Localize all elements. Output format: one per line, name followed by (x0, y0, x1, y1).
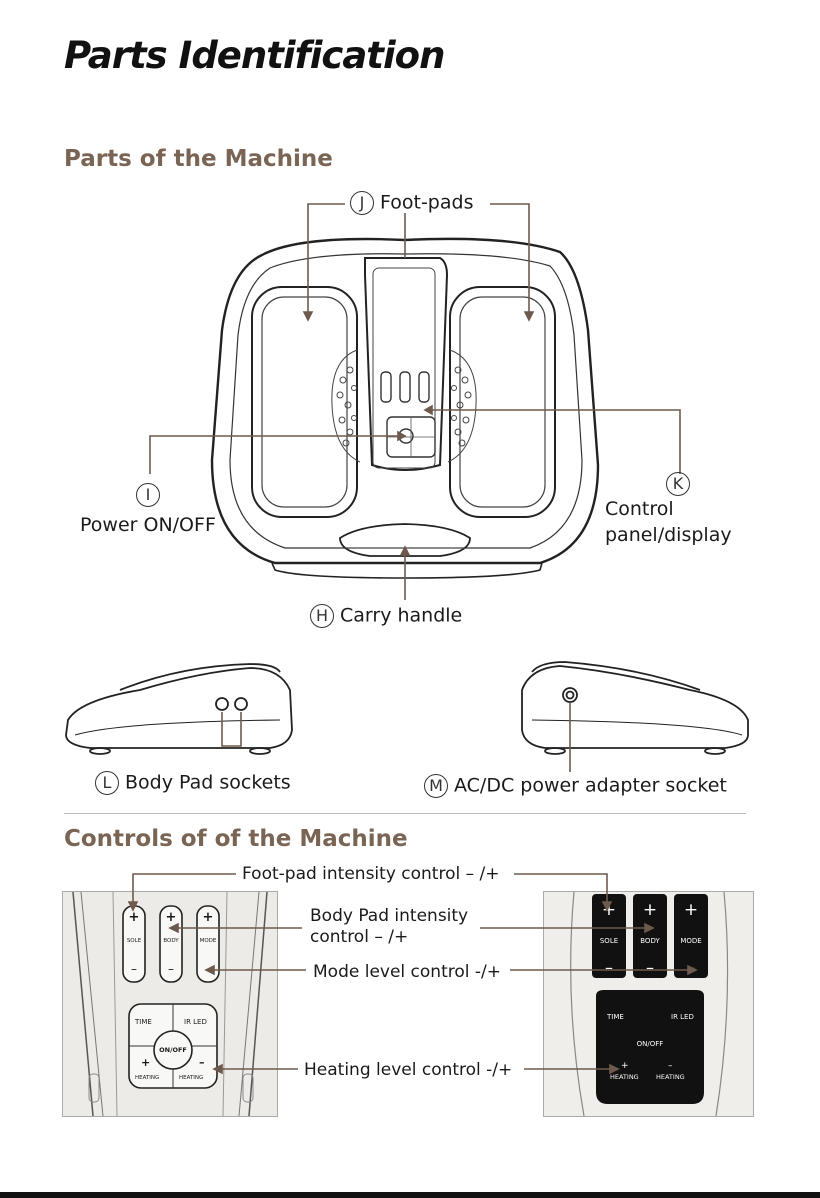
left-side-view (65, 663, 293, 755)
label-carry-handle-text: Carry handle (340, 604, 463, 627)
carry-handle-shape (339, 523, 471, 557)
left-panel-drawing (63, 892, 277, 1116)
label-adapter-socket-text: AC/DC power adapter socket (454, 774, 727, 797)
left-heating-plus-label: HEATING (135, 1075, 160, 1081)
right-side-view (521, 661, 749, 755)
label-footpads: J Foot-pads (350, 191, 473, 215)
left-heating-plus-icon[interactable]: + (141, 1056, 151, 1069)
label-footpads-text: Foot-pads (380, 191, 474, 214)
right-sole-minus[interactable]: – (605, 958, 613, 977)
right-heating-minus-label: HEATING (656, 1073, 685, 1081)
left-heating-minus-icon[interactable]: – (199, 1056, 205, 1069)
right-mode-plus[interactable]: + (683, 900, 699, 920)
letter-h-icon: H (310, 604, 334, 628)
right-time-button[interactable]: TIME (607, 1013, 624, 1021)
right-heating-plus-label: HEATING (610, 1073, 639, 1081)
right-onoff-button[interactable]: ON/OFF (636, 1040, 664, 1048)
letter-i-icon: I (136, 483, 160, 507)
label-footpad-intensity: Foot-pad intensity control – /+ (242, 864, 500, 884)
left-control-panel-photo: + + + SOLE BODY MODE – – – TIME IR LED O… (62, 891, 278, 1117)
left-body-label: BODY (163, 938, 179, 944)
label-control-line1: Control (605, 498, 674, 520)
right-massage-disk (447, 349, 477, 463)
right-body-label: BODY (640, 937, 660, 945)
label-power: Power ON/OFF (80, 514, 216, 536)
left-onoff-button[interactable]: ON/OFF (159, 1046, 187, 1054)
label-body-pad-sockets: L Body Pad sockets (95, 771, 291, 795)
section-title-controls: Controls of of the Machine (64, 826, 408, 852)
label-carry-handle: H Carry handle (310, 604, 462, 628)
right-sole-label: SOLE (599, 937, 619, 945)
label-body-pad-sockets-text: Body Pad sockets (125, 771, 291, 794)
label-adapter-socket: M AC/DC power adapter socket (424, 774, 727, 798)
center-spine (364, 257, 449, 471)
left-heating-minus-label: HEATING (179, 1075, 204, 1081)
left-irled-button[interactable]: IR LED (184, 1018, 207, 1026)
right-body-plus[interactable]: + (642, 900, 658, 920)
right-heating-plus-icon[interactable]: + (621, 1061, 629, 1071)
left-sole-plus[interactable]: + (128, 910, 140, 925)
left-body-plus[interactable]: + (165, 910, 177, 925)
left-sole-minus[interactable]: – (131, 962, 137, 976)
left-foot-pad-outer (251, 286, 358, 518)
label-control-line2: panel/display (605, 524, 732, 546)
left-mode-label: MODE (199, 938, 217, 944)
left-time-button[interactable]: TIME (135, 1018, 152, 1026)
right-foot-pad-outer (449, 286, 556, 518)
letter-k-icon: K (666, 472, 690, 496)
right-irled-button[interactable]: IR LED (671, 1013, 694, 1021)
bottom-rule (0, 1192, 820, 1198)
letter-m-icon: M (424, 774, 448, 798)
center-spine-inner (372, 267, 436, 469)
section-divider (64, 813, 746, 814)
right-body-minus[interactable]: – (646, 958, 654, 977)
letter-l-icon: L (95, 771, 119, 795)
left-sole-label: SOLE (126, 938, 142, 944)
letter-j-icon: J (350, 191, 374, 215)
label-heating-level: Heating level control -/+ (304, 1060, 513, 1080)
left-mode-plus[interactable]: + (202, 910, 214, 925)
left-massage-disk (331, 349, 361, 463)
page-title: Parts Identification (64, 34, 445, 77)
letter-k-wrap: K (666, 472, 696, 496)
label-bodypad-line1: Body Pad intensity (310, 906, 469, 926)
letter-i-wrap: I (136, 483, 166, 507)
left-body-minus[interactable]: – (168, 962, 174, 976)
right-mode-label: MODE (680, 937, 702, 945)
section-title-machine: Parts of the Machine (64, 146, 333, 172)
label-bodypad-line2: control – /+ (310, 927, 409, 947)
label-mode-level: Mode level control -/+ (313, 962, 501, 982)
right-heating-minus-icon[interactable]: – (668, 1061, 673, 1071)
